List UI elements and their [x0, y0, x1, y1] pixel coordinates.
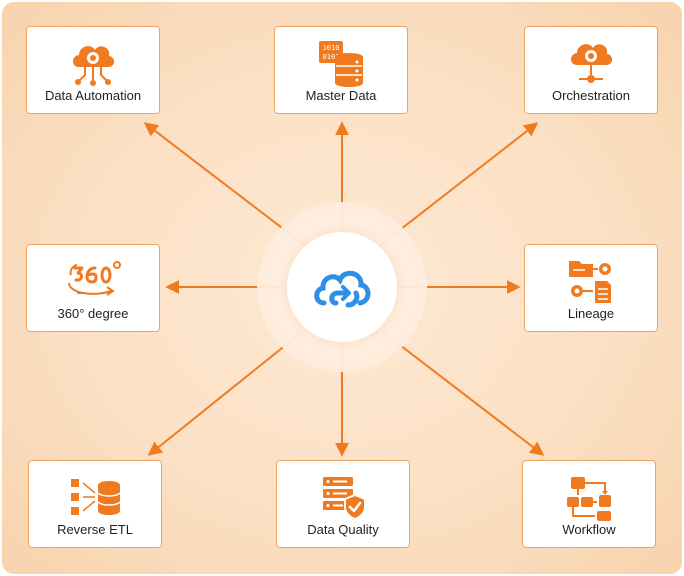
node-orchestration: Orchestration	[524, 26, 658, 114]
svg-text:0101: 0101	[323, 53, 340, 61]
node-reverse-etl: Reverse ETL	[28, 460, 162, 548]
workflow-boxes-icon	[567, 477, 611, 521]
node-label: Orchestration	[551, 88, 631, 103]
node-master-data: 1010 0101 Master Data	[274, 26, 408, 114]
360-rotate-icon	[68, 261, 121, 296]
node-lineage: Lineage	[524, 244, 658, 332]
binary-database-icon: 1010 0101	[319, 41, 363, 87]
node-label: Lineage	[567, 306, 615, 321]
node-label: 360° degree	[57, 306, 129, 321]
node-data-automation: Data Automation	[26, 26, 160, 114]
node-360-degree: 360° degree	[26, 244, 160, 332]
svg-text:1010: 1010	[323, 44, 340, 52]
arrow-to-reverse-etl	[147, 331, 303, 456]
node-label: Data Automation	[44, 88, 142, 103]
node-workflow: Workflow	[522, 460, 656, 548]
cloud-gear-network-icon	[73, 46, 115, 86]
server-shield-check-icon	[323, 477, 366, 521]
arrow-to-orchestration	[377, 122, 539, 248]
hub-node	[287, 232, 397, 342]
cloud-gear-pin-icon	[571, 44, 613, 83]
cloud-sync-icon	[314, 270, 371, 308]
arrow-to-workflow	[382, 331, 545, 456]
node-data-quality: Data Quality	[276, 460, 410, 548]
arrow-to-data-automation	[143, 122, 308, 248]
list-to-database-icon	[71, 479, 121, 515]
node-label: Master Data	[305, 88, 377, 103]
folder-gear-document-icon	[569, 261, 611, 303]
node-label: Workflow	[562, 522, 616, 537]
node-label: Data Quality	[307, 522, 379, 537]
node-label: Reverse ETL	[57, 522, 133, 537]
